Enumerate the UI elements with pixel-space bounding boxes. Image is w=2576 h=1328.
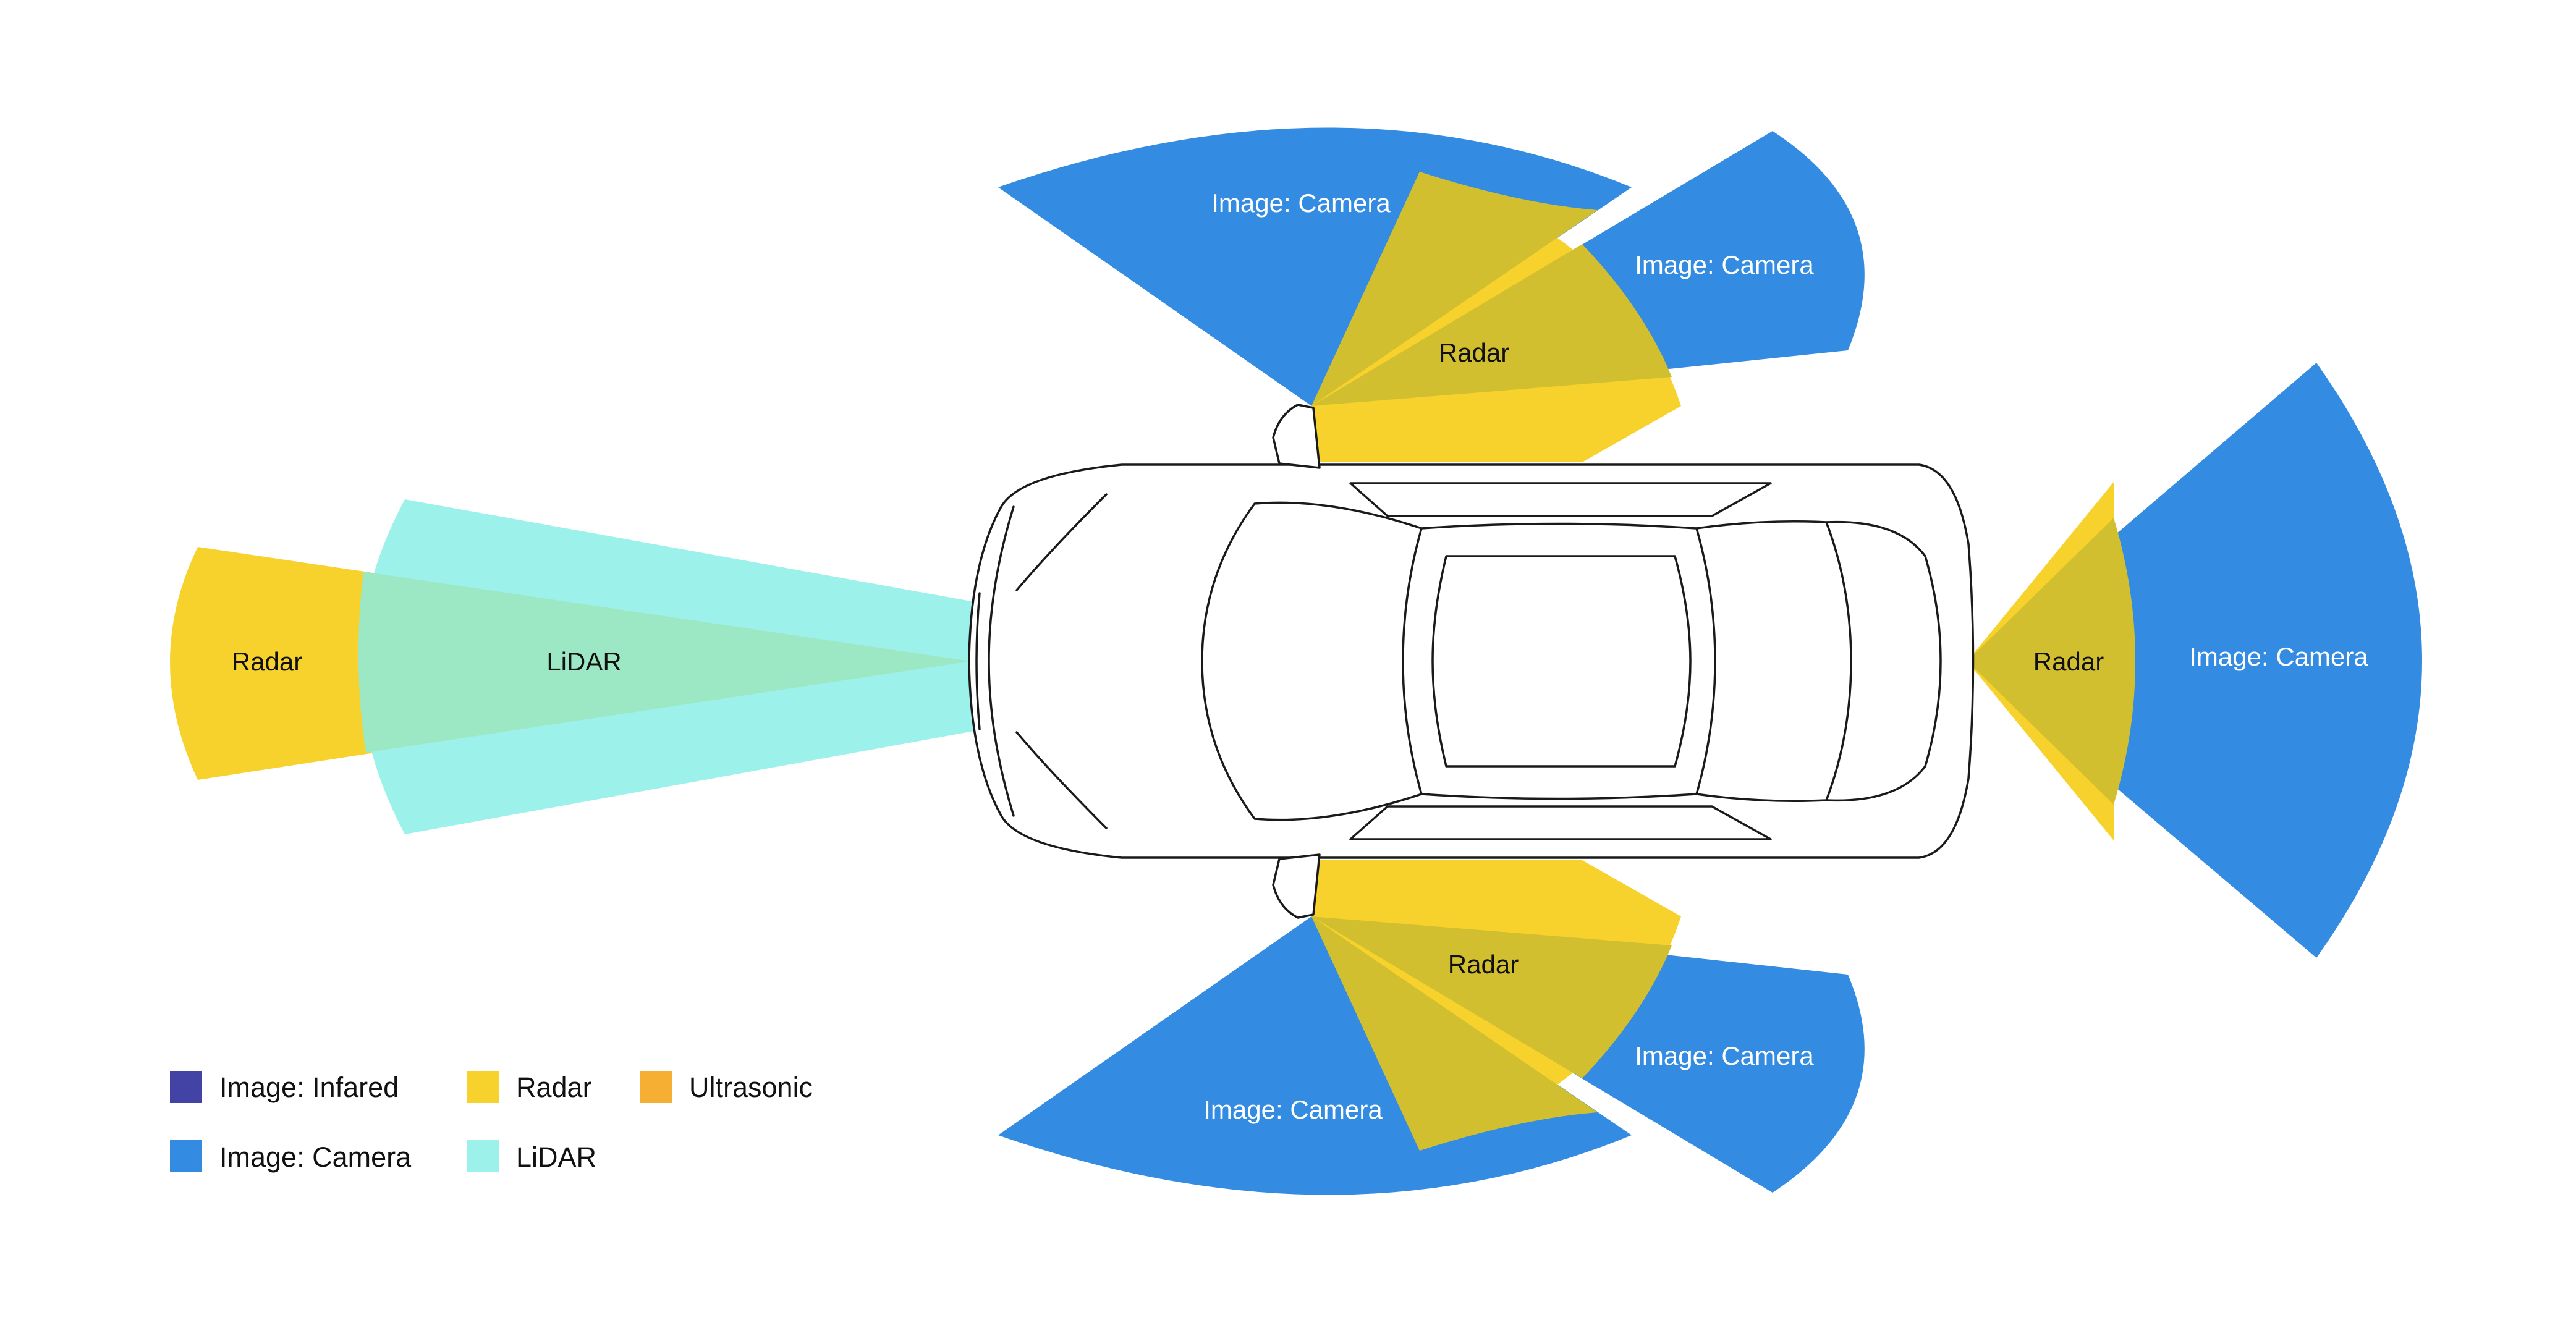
car-rear-window [1695, 520, 1852, 802]
radar-camera-overlap-top-rear [1311, 172, 1598, 406]
label-front-lidar: LiDAR [546, 647, 621, 676]
car-outline [968, 404, 1975, 919]
legend-item-camera: Image: Camera [170, 1140, 412, 1173]
legend-item-ultrasonic: Ultrasonic [640, 1071, 813, 1103]
car-hood-line [988, 505, 1015, 817]
car-sunroof [1431, 555, 1692, 768]
label-top-camera-side: Image: Camera [1635, 250, 1814, 279]
legend-label-camera: Image: Camera [219, 1141, 412, 1173]
radar-camera-overlap-rear [1967, 518, 2135, 805]
legend-item-lidar: LiDAR [467, 1140, 596, 1173]
legend-label-infrared: Image: Infared [219, 1072, 399, 1103]
radar-camera-overlap-top-side [1311, 244, 1672, 406]
label-front-radar: Radar [232, 647, 302, 676]
car-mirror-top [1272, 404, 1321, 469]
car-roof [1420, 522, 1716, 800]
car-front-bumper [975, 592, 981, 730]
legend-label-radar: Radar [516, 1072, 592, 1103]
car-mirror-bottom [1272, 853, 1321, 919]
legend-item-radar: Radar [467, 1071, 592, 1103]
legend-swatch-infrared [170, 1071, 202, 1103]
label-bottom-radar: Radar [1448, 950, 1519, 979]
lidar-radar-overlap [358, 572, 970, 753]
legend-swatch-ultrasonic [640, 1071, 672, 1103]
legend-item-infrared: Image: Infared [170, 1071, 399, 1103]
legend-swatch-lidar [467, 1140, 499, 1172]
car-headlight-top [1015, 493, 1108, 591]
legend-label-ultrasonic: Ultrasonic [689, 1072, 813, 1103]
legend-swatch-radar [467, 1071, 499, 1103]
car-side-window-top [1349, 482, 1772, 517]
label-rear-radar: Radar [2033, 647, 2104, 676]
label-rear-camera: Image: Camera [2189, 642, 2368, 671]
radar-camera-overlap-bottom-rear [1311, 916, 1598, 1151]
label-bottom-camera-rear: Image: Camera [1203, 1095, 1383, 1124]
legend-swatch-camera [170, 1140, 202, 1172]
legend-label-lidar: LiDAR [516, 1141, 596, 1173]
car-trunk [1825, 520, 1942, 802]
car-side-window-bottom [1349, 805, 1772, 840]
car-body [968, 463, 1975, 859]
car-headlight-bottom [1015, 731, 1108, 829]
label-top-radar: Radar [1439, 338, 1509, 367]
radar-camera-overlap-bottom-side [1311, 916, 1672, 1078]
camera-zone-rear [1967, 363, 2422, 958]
label-bottom-camera-side: Image: Camera [1635, 1041, 1814, 1070]
legend: Image: Infared Radar Ultrasonic Image: C… [170, 1071, 813, 1173]
label-top-camera-rear: Image: Camera [1211, 188, 1391, 218]
